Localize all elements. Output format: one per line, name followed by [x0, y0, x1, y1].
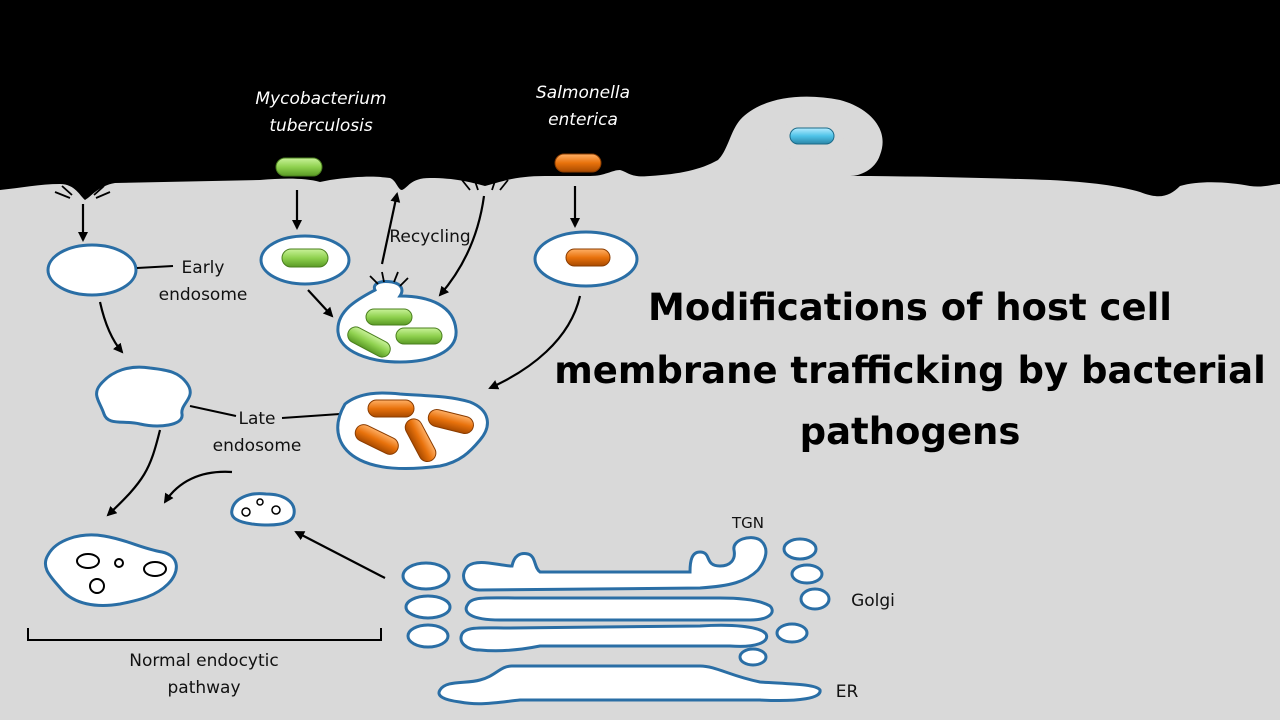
mycobacterium-label-2: tuberculosis	[269, 116, 373, 136]
mycobacterium-surface	[275, 157, 323, 177]
arrow-recycling-up	[380, 192, 401, 265]
arrested-phagosome-receptors	[369, 271, 409, 287]
arrow-myco-to-arrested	[307, 289, 334, 318]
golgi-vesicle-lumen-1	[241, 507, 251, 517]
arrow-recycling-down	[438, 195, 486, 297]
arrow-late-to-lysosome	[106, 429, 162, 517]
early-endosome	[46, 243, 138, 297]
lysosome-lumen-2	[114, 558, 124, 568]
arrow-golgi-to-vesicle	[294, 531, 386, 579]
golgi-label: Golgi	[851, 591, 895, 611]
membrane-ruffle-pocket	[755, 107, 863, 161]
late-endosome-leader-left	[189, 405, 237, 417]
golgi-stack	[401, 536, 831, 706]
mycobacterium-arrested-1	[365, 308, 413, 326]
salmonella-scv-4	[404, 418, 437, 463]
salmonella-label-1: Salmonella	[536, 83, 630, 103]
normal-pathway-label-1: Normal endocytic	[129, 651, 278, 671]
recycling-label: Recycling	[389, 227, 470, 247]
er-label: ER	[836, 682, 859, 702]
mycobacterium-label-1: Mycobacterium	[255, 89, 386, 109]
salmonella-scv-1	[367, 399, 415, 418]
bacterium-unlabeled	[789, 127, 835, 145]
tgn-label: TGN	[731, 514, 764, 532]
salmonella-label-2: enterica	[548, 110, 618, 130]
arrow-vesicle-to-lysosome	[163, 470, 233, 504]
early-endosome-leader	[136, 265, 174, 269]
late-endosome	[95, 365, 192, 428]
arrow-early-to-late	[98, 301, 124, 354]
mycobacterium-arrested-3	[347, 326, 391, 358]
mycobacterium-arrested-2	[395, 327, 443, 345]
title-line-1: Modifications of host cell	[648, 286, 1172, 329]
golgi-vesicle-lumen-3	[271, 505, 281, 515]
lysosome-lumen-1	[76, 553, 100, 569]
late-endosome-label-2: endosome	[213, 436, 302, 456]
salmonella-scv-2	[427, 408, 474, 434]
late-endosome-label-1: Late	[238, 409, 275, 429]
late-endosome-leader-right	[281, 413, 341, 419]
golgi-vesicle-lumen-2	[256, 498, 264, 506]
salmonella-in-phagosome	[565, 248, 611, 267]
receptor-mark-recycling	[461, 177, 509, 191]
title-line-2: membrane trafficking by bacterial	[554, 349, 1266, 392]
mycobacterium-leader	[302, 138, 319, 156]
salmonella-scv-3	[354, 424, 399, 455]
golgi-derived-vesicle	[230, 492, 296, 527]
early-endosome-label-1: Early	[182, 258, 225, 278]
title-line-3: pathogens	[800, 410, 1021, 453]
lysosome	[43, 533, 178, 607]
early-endosome-label-2: endosome	[159, 285, 248, 305]
normal-pathway-label-2: pathway	[167, 678, 240, 698]
normal-pathway-bracket	[27, 628, 382, 641]
salmonella-surface	[554, 153, 602, 173]
arrow-salmonella-to-scv	[488, 295, 582, 390]
lysosome-lumen-3	[143, 561, 167, 577]
mycobacterium-in-phagosome	[281, 248, 329, 268]
lysosome-lumen-4	[89, 578, 105, 594]
receptor-mark-left	[54, 185, 111, 199]
